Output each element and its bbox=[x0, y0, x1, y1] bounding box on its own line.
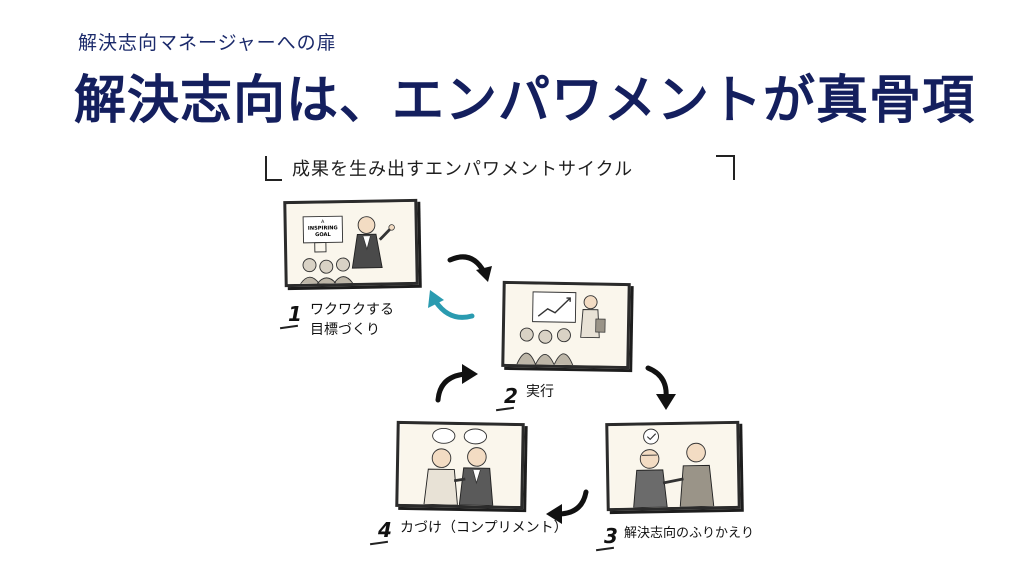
left-bracket-icon bbox=[265, 156, 282, 181]
arrow-step2-to-step3-icon bbox=[645, 365, 676, 410]
sign-text-2: INSPIRING bbox=[308, 225, 338, 232]
arrow-return-to-step1-icon bbox=[428, 290, 475, 320]
step-2-illustration bbox=[501, 280, 631, 370]
step-2-number: 2 bbox=[495, 384, 518, 412]
step-4-illustration bbox=[395, 420, 525, 510]
page-kicker: 解決志向マネージャーへの扉 bbox=[78, 32, 337, 54]
step-2-label: 実行 bbox=[526, 384, 554, 400]
step-1-illustration: A INSPIRING GOAL bbox=[283, 198, 419, 288]
arrow-step1-to-step2-icon bbox=[447, 254, 492, 282]
step-1-label: ワクワクする 目標づくり bbox=[310, 302, 394, 338]
sign-text-3: GOAL bbox=[315, 232, 331, 238]
cycle-title: 成果を生み出すエンパワメントサイクル bbox=[262, 152, 738, 184]
arrow-step3-to-step4-icon bbox=[546, 489, 589, 524]
step-1-number: 1 bbox=[279, 302, 302, 330]
step-3-label: 解決志向のふりかえり bbox=[624, 526, 755, 541]
step-3-number: 3 bbox=[595, 524, 618, 552]
step-3-illustration bbox=[605, 420, 741, 512]
arrow-step4-to-step2-icon bbox=[435, 364, 478, 403]
sign-text-1: A bbox=[321, 219, 325, 225]
step-4-number: 4 bbox=[369, 518, 392, 546]
page-title: 解決志向は、エンパワメントが真骨項 bbox=[74, 71, 976, 131]
cycle-title-text: 成果を生み出すエンパワメントサイクル bbox=[292, 159, 634, 180]
step-4-label: カづけ（コンプリメント） bbox=[400, 520, 568, 536]
right-bracket-icon bbox=[716, 155, 735, 180]
